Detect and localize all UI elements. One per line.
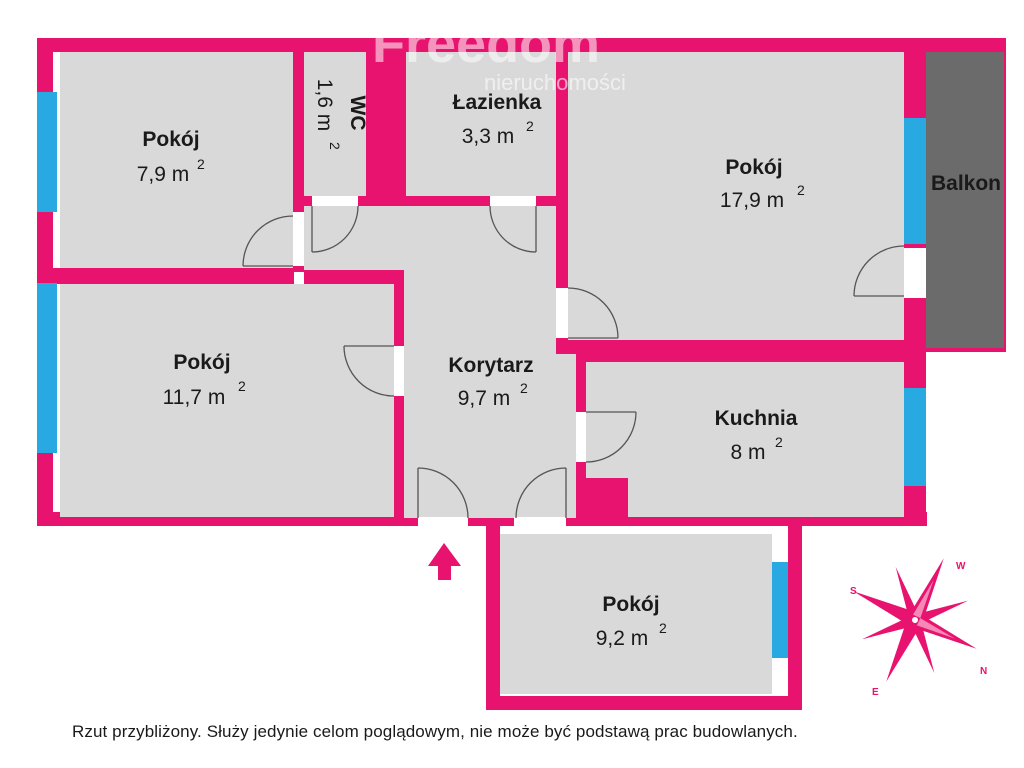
room-lazienka [406,52,556,196]
svg-text:Pokój: Pokój [142,128,199,151]
svg-text:Kuchnia: Kuchnia [715,407,798,430]
windows [37,92,926,658]
watermark-brand: Freedom [372,14,600,74]
label-kuchnia: Kuchnia 8 m 2 [715,407,798,464]
compass-n: W [956,561,966,572]
svg-text:2: 2 [327,142,343,150]
label-lazienka: Łazienka 3,3 m 2 [453,91,542,148]
compass-e: N [980,666,987,677]
label-balkon: Balkon [931,172,1001,195]
window [37,283,57,453]
window [772,562,788,658]
room-wc [304,52,366,197]
label-pokoj-nw: Pokój 7,9 m 2 [137,128,205,186]
svg-text:Pokój: Pokój [173,351,230,374]
svg-text:9,7 m: 9,7 m [458,387,511,410]
svg-text:2: 2 [197,156,205,172]
room-kuchnia [586,362,904,517]
room-pokoj-s [500,534,772,694]
svg-text:Łazienka: Łazienka [453,91,542,114]
svg-text:2: 2 [520,380,528,396]
svg-text:WC: WC [346,96,369,131]
svg-text:9,2 m: 9,2 m [596,627,649,650]
balcony-area [926,52,1006,350]
compass-s: S [850,586,857,597]
label-pokoj-ne: Pokój 17,9 m 2 [720,156,805,212]
room-pokoj-w [60,284,394,517]
label-pokoj-s: Pokój 9,2 m 2 [596,593,667,650]
svg-text:2: 2 [526,118,534,134]
svg-text:Pokój: Pokój [602,593,659,616]
svg-text:Pokój: Pokój [725,156,782,179]
svg-text:1,6 m: 1,6 m [313,79,336,132]
svg-text:2: 2 [797,182,805,198]
label-pokoj-w: Pokój 11,7 m 2 [163,351,246,409]
watermark-subtitle: nieruchomości [484,70,626,95]
svg-text:Korytarz: Korytarz [448,354,533,377]
entrance-arrow-icon [428,543,461,580]
room-pokoj-nw [60,52,293,268]
disclaimer-text: Rzut przybliżony. Służy jedynie celom po… [72,722,798,741]
label-wc: WC 1,6 m 2 [313,79,369,150]
doors [242,196,926,533]
window [904,118,926,244]
svg-text:17,9 m: 17,9 m [720,189,784,212]
compass-w: E [872,687,879,698]
rooms [60,52,904,694]
svg-text:3,3 m: 3,3 m [462,125,515,148]
label-korytarz: Korytarz 9,7 m 2 [448,354,533,410]
svg-text:11,7 m: 11,7 m [163,386,226,409]
window [904,388,926,486]
window [37,92,57,212]
svg-text:2: 2 [659,620,667,636]
svg-text:8 m: 8 m [730,441,765,464]
svg-text:7,9 m: 7,9 m [137,163,190,186]
svg-text:2: 2 [238,378,246,394]
room-pokoj-ne [568,52,904,349]
compass-rose-icon [853,558,977,682]
svg-text:2: 2 [775,434,783,450]
room-korytarz-main [404,206,576,518]
